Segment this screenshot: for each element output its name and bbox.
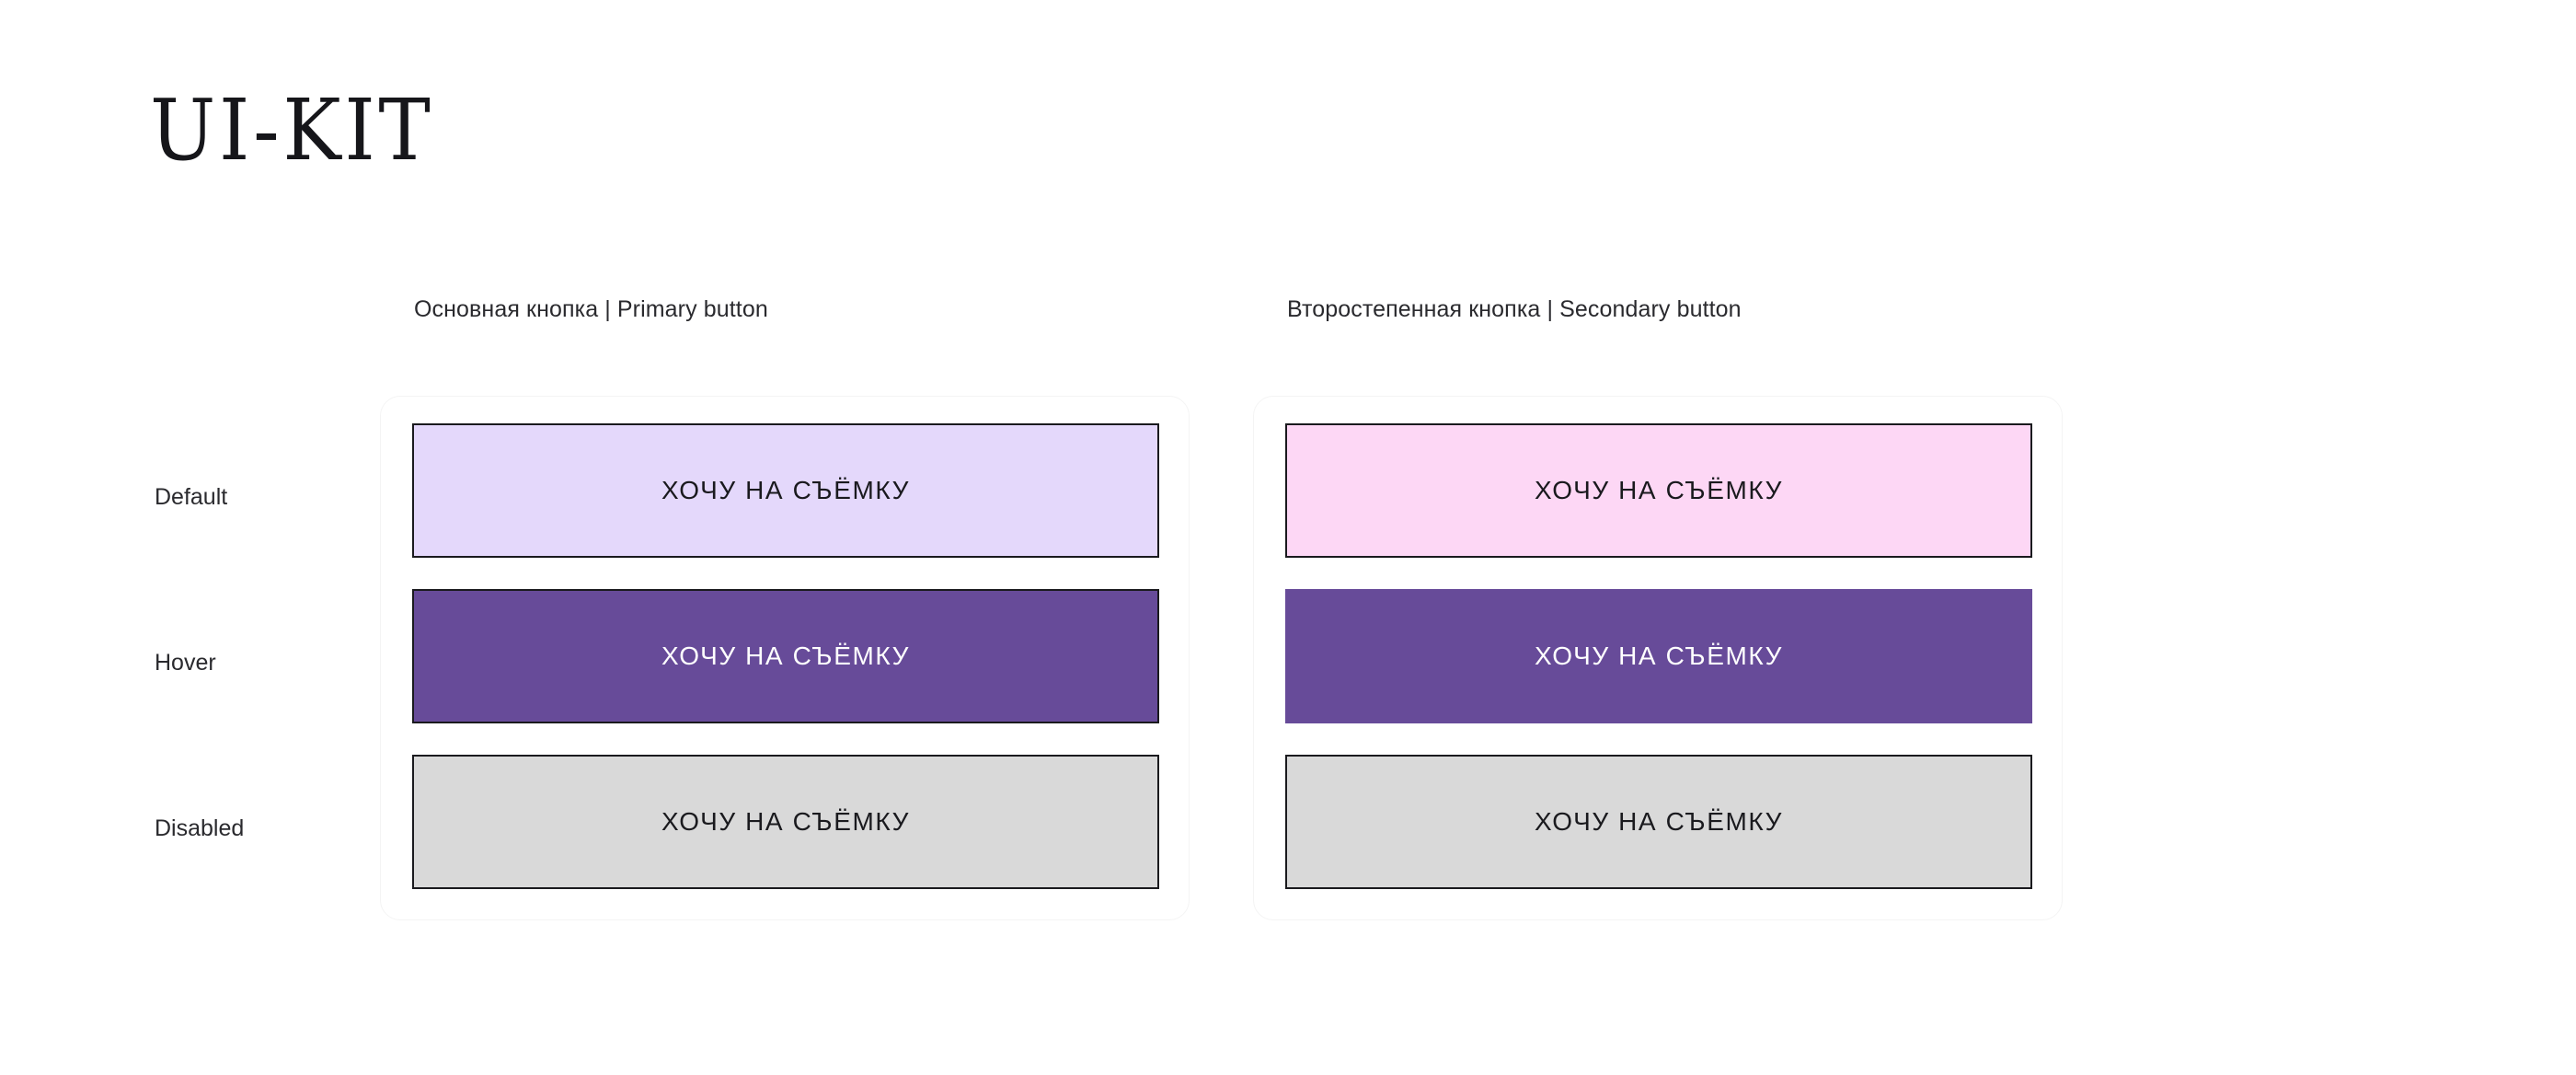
secondary-button-hover-label: ХОЧУ НА СЪЁМКУ: [1534, 642, 1784, 670]
row-label-default: Default: [155, 484, 228, 510]
secondary-button-default-label: ХОЧУ НА СЪЁМКУ: [1534, 476, 1784, 504]
primary-button-hover[interactable]: ХОЧУ НА СЪЁМКУ: [412, 589, 1159, 723]
row-label-disabled: Disabled: [155, 815, 245, 841]
secondary-button-default[interactable]: ХОЧУ НА СЪЁМКУ: [1285, 423, 2032, 558]
column-header-secondary: Второстепенная кнопка | Secondary button: [1287, 296, 1742, 322]
button-group-panel-secondary: [1253, 396, 2063, 920]
page-title: UI-KIT: [150, 81, 434, 179]
secondary-button-hover[interactable]: ХОЧУ НА СЪЁМКУ: [1285, 589, 2032, 723]
primary-button-hover-label: ХОЧУ НА СЪЁМКУ: [661, 642, 911, 670]
primary-button-default-label: ХОЧУ НА СЪЁМКУ: [661, 476, 911, 504]
primary-button-default[interactable]: ХОЧУ НА СЪЁМКУ: [412, 423, 1159, 558]
secondary-button-disabled[interactable]: ХОЧУ НА СЪЁМКУ: [1285, 755, 2032, 889]
secondary-button-disabled-label: ХОЧУ НА СЪЁМКУ: [1534, 807, 1784, 836]
primary-button-disabled[interactable]: ХОЧУ НА СЪЁМКУ: [412, 755, 1159, 889]
row-label-hover: Hover: [155, 650, 216, 676]
button-group-panel-primary: [380, 396, 1190, 920]
primary-button-disabled-label: ХОЧУ НА СЪЁМКУ: [661, 807, 911, 836]
column-header-primary: Основная кнопка | Primary button: [414, 296, 768, 322]
